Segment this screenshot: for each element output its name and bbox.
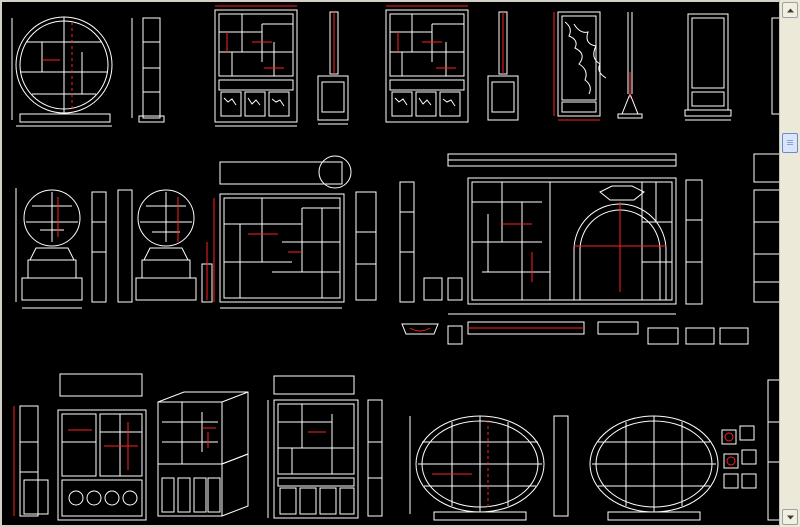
drawing-cabinet-side-1	[317, 11, 349, 125]
drawing-cabinet-side-2	[487, 11, 519, 121]
drawing-cabinet-front-1	[214, 5, 298, 127]
scrollbar-thumb[interactable]	[782, 133, 798, 153]
drawing-moon-gate-wall	[399, 153, 703, 315]
drawing-detail-stack	[721, 379, 780, 521]
cad-drawing-canvas[interactable]	[2, 2, 780, 525]
drawing-screen-side	[617, 12, 643, 119]
drawing-edge-right-1	[771, 17, 780, 115]
scroll-up-button[interactable]	[782, 2, 798, 18]
drawing-cabinet-set-3	[13, 373, 147, 521]
triangle-down-icon	[786, 515, 794, 519]
drawing-edge-right-2	[753, 153, 780, 303]
drawing-cabinet-front-2	[385, 5, 469, 123]
drawing-details-row	[401, 321, 749, 345]
drawing-round-shelf-1	[11, 16, 113, 127]
drawing-cabinet-front-3	[267, 375, 383, 519]
drawing-tall-screen	[684, 13, 732, 121]
drawing-oval-shelf-1	[409, 415, 569, 521]
triangle-up-icon	[786, 8, 794, 12]
drawing-round-shelf-pair	[15, 188, 213, 309]
vertical-scrollbar[interactable]	[779, 0, 800, 527]
drawing-cabinet-iso	[157, 391, 249, 517]
drawing-lattice-wall	[213, 155, 377, 309]
scroll-down-button[interactable]	[782, 509, 798, 525]
drawing-side-elevation-1	[131, 17, 165, 123]
drawing-oval-shelf-2	[589, 415, 719, 521]
drawing-screen-panel	[553, 11, 607, 121]
